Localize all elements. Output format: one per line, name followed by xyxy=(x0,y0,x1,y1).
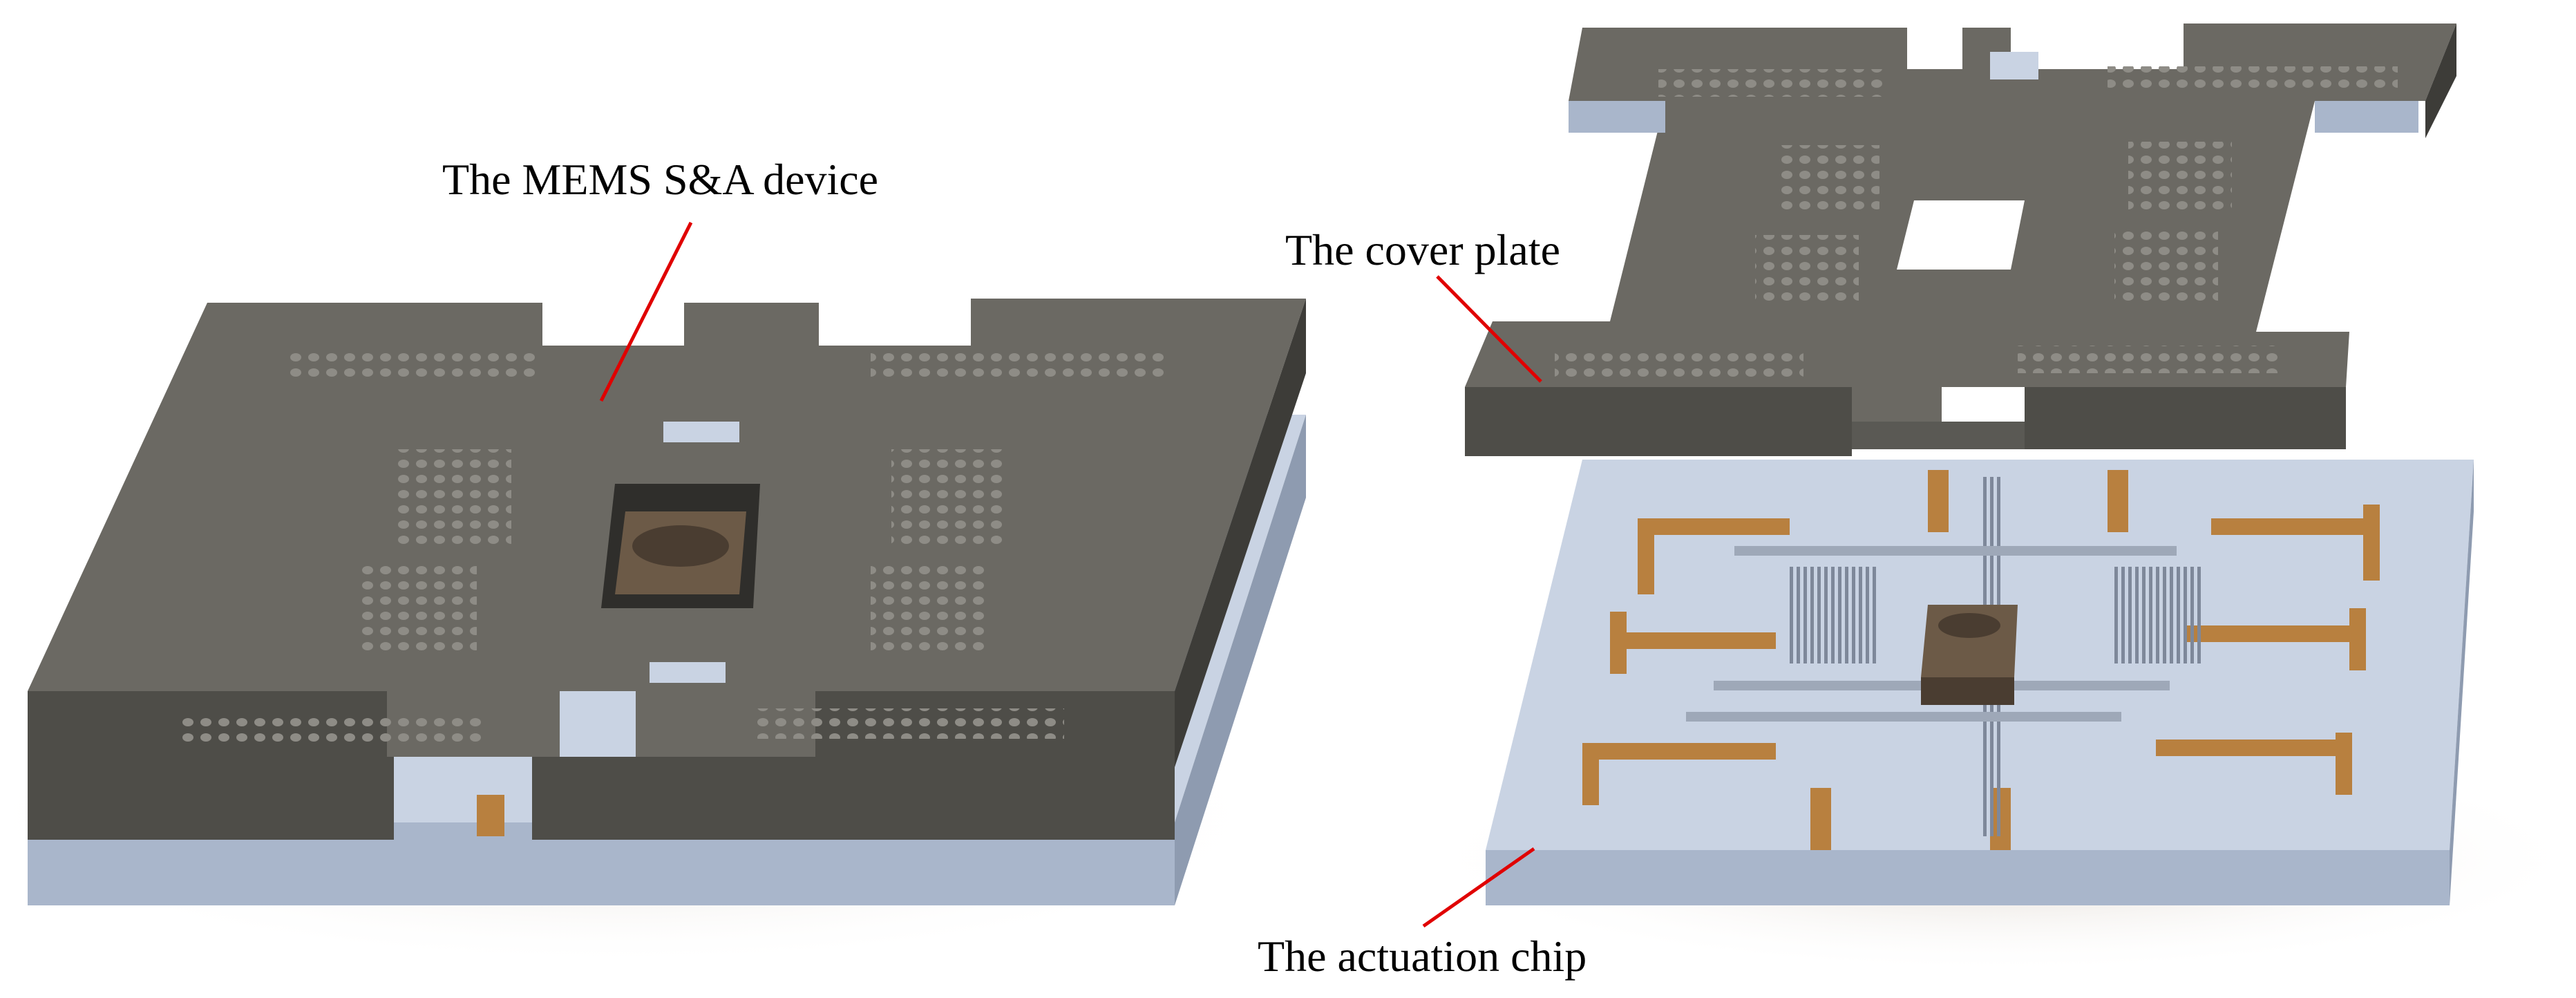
device-hole-arrays xyxy=(180,349,1168,742)
device-plate-right xyxy=(1175,299,1306,767)
label-mems-sa-device: The MEMS S&A device xyxy=(442,155,879,204)
device-window-bottom xyxy=(650,662,726,683)
leader-line-cover xyxy=(1436,275,1542,383)
cover-plate-top-slot xyxy=(1990,52,2038,79)
cover-plate-side-2 xyxy=(2025,387,2346,449)
leader-line-chip xyxy=(1422,847,1535,928)
cover-plate xyxy=(1465,23,2456,456)
device-plate-side-3 xyxy=(532,757,822,840)
device-center-ring xyxy=(632,525,729,567)
cover-plate-side xyxy=(1465,387,1852,456)
device-window-top xyxy=(663,422,739,442)
leader-line-device xyxy=(599,221,693,402)
chip-side xyxy=(1486,850,2450,905)
device-substrate-side xyxy=(28,822,1175,905)
chip-center-ring xyxy=(1938,613,2000,638)
cover-plate-side-3 xyxy=(1852,422,2025,449)
chip-center-block-side xyxy=(1921,677,2014,705)
actuation-chip xyxy=(1417,460,2576,975)
label-cover-plate: The cover plate xyxy=(1285,225,1560,274)
cover-plate-notch-r xyxy=(2315,101,2418,133)
cover-hole-arrays xyxy=(1555,66,2398,377)
cover-plate-notch-l xyxy=(1569,101,1665,133)
cover-plate-window xyxy=(1897,200,2025,270)
chip-springs xyxy=(1686,477,2204,836)
assembled-device xyxy=(0,299,1306,968)
device-substrate-right xyxy=(1175,415,1306,905)
cover-plate-right xyxy=(2425,23,2456,138)
chip-electrodes xyxy=(1582,470,2380,850)
chip-right xyxy=(2450,460,2474,905)
label-actuation-chip: The actuation chip xyxy=(1258,932,1587,981)
